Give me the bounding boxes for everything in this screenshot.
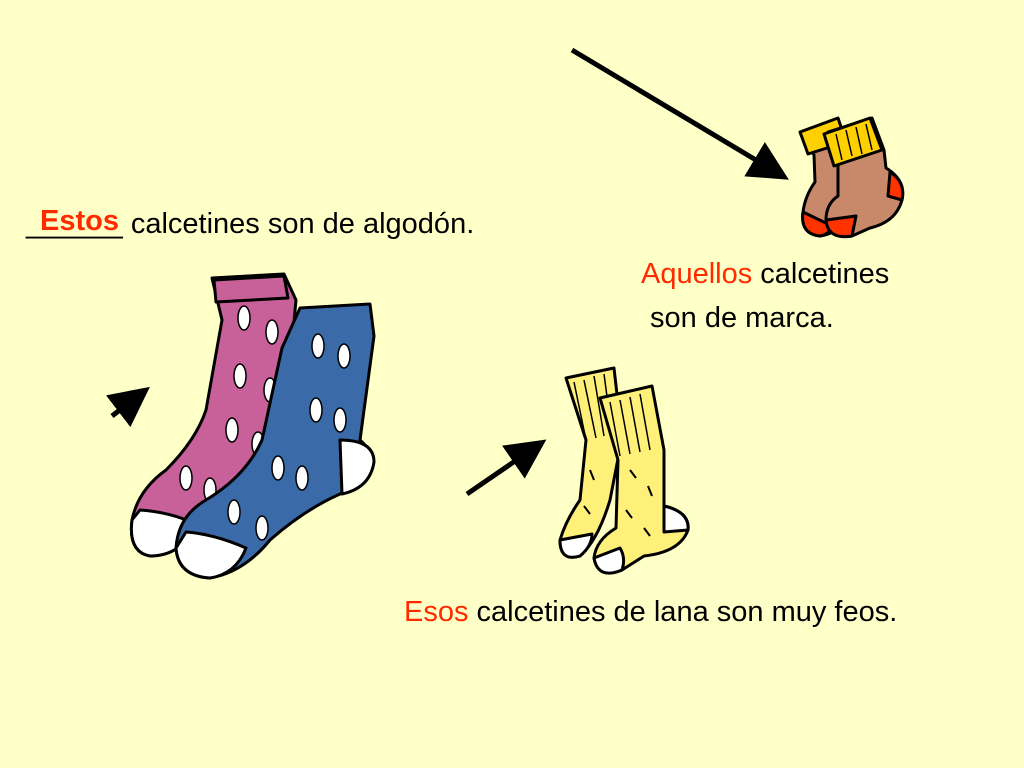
- blue-sock-icon: [174, 302, 376, 580]
- yellow-socks-icon: [558, 366, 690, 575]
- brown-socks-icon: [798, 116, 905, 239]
- sentence-esos-rest: calcetines de lana son muy feos.: [468, 596, 898, 628]
- keyword-aquellos: Aquellos: [641, 258, 753, 290]
- answer-blank: ______Estos: [26, 205, 123, 241]
- sentence-estos-rest: calcetines son de algodón.: [122, 208, 475, 240]
- arrow-icon: [570, 47, 789, 180]
- answer-word: Estos: [40, 205, 119, 237]
- blank-line: ______: [26, 208, 123, 240]
- sentence-estos: ______Estos calcetines son de algodón.: [26, 205, 475, 241]
- arrow-icon: [465, 439, 547, 497]
- arrow-icon: [105, 386, 150, 428]
- sentence-aquellos-line1: Aquellos calcetines: [641, 258, 889, 291]
- keyword-esos: Esos: [404, 596, 469, 628]
- sentence-aquellos-rest: calcetines: [752, 258, 890, 290]
- sentence-esos: Esos calcetines de lana son muy feos.: [404, 596, 897, 629]
- sentence-aquellos-line2: son de marca.: [650, 302, 834, 334]
